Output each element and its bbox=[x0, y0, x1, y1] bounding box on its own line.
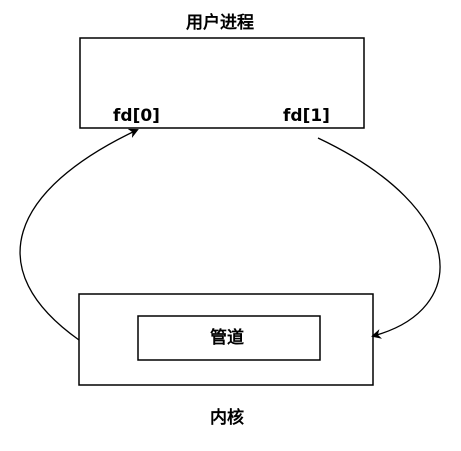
fd-read-label: fd[0] bbox=[113, 106, 160, 126]
write-arrow bbox=[317, 137, 441, 339]
read-arrow bbox=[19, 128, 139, 341]
pipe-box bbox=[137, 315, 321, 361]
user-process-title: 用户进程 bbox=[186, 13, 254, 33]
pipe-label: 管道 bbox=[210, 328, 244, 348]
fd-write-label: fd[1] bbox=[283, 106, 330, 126]
user-process-box bbox=[79, 37, 365, 129]
kernel-title: 内核 bbox=[210, 408, 244, 428]
